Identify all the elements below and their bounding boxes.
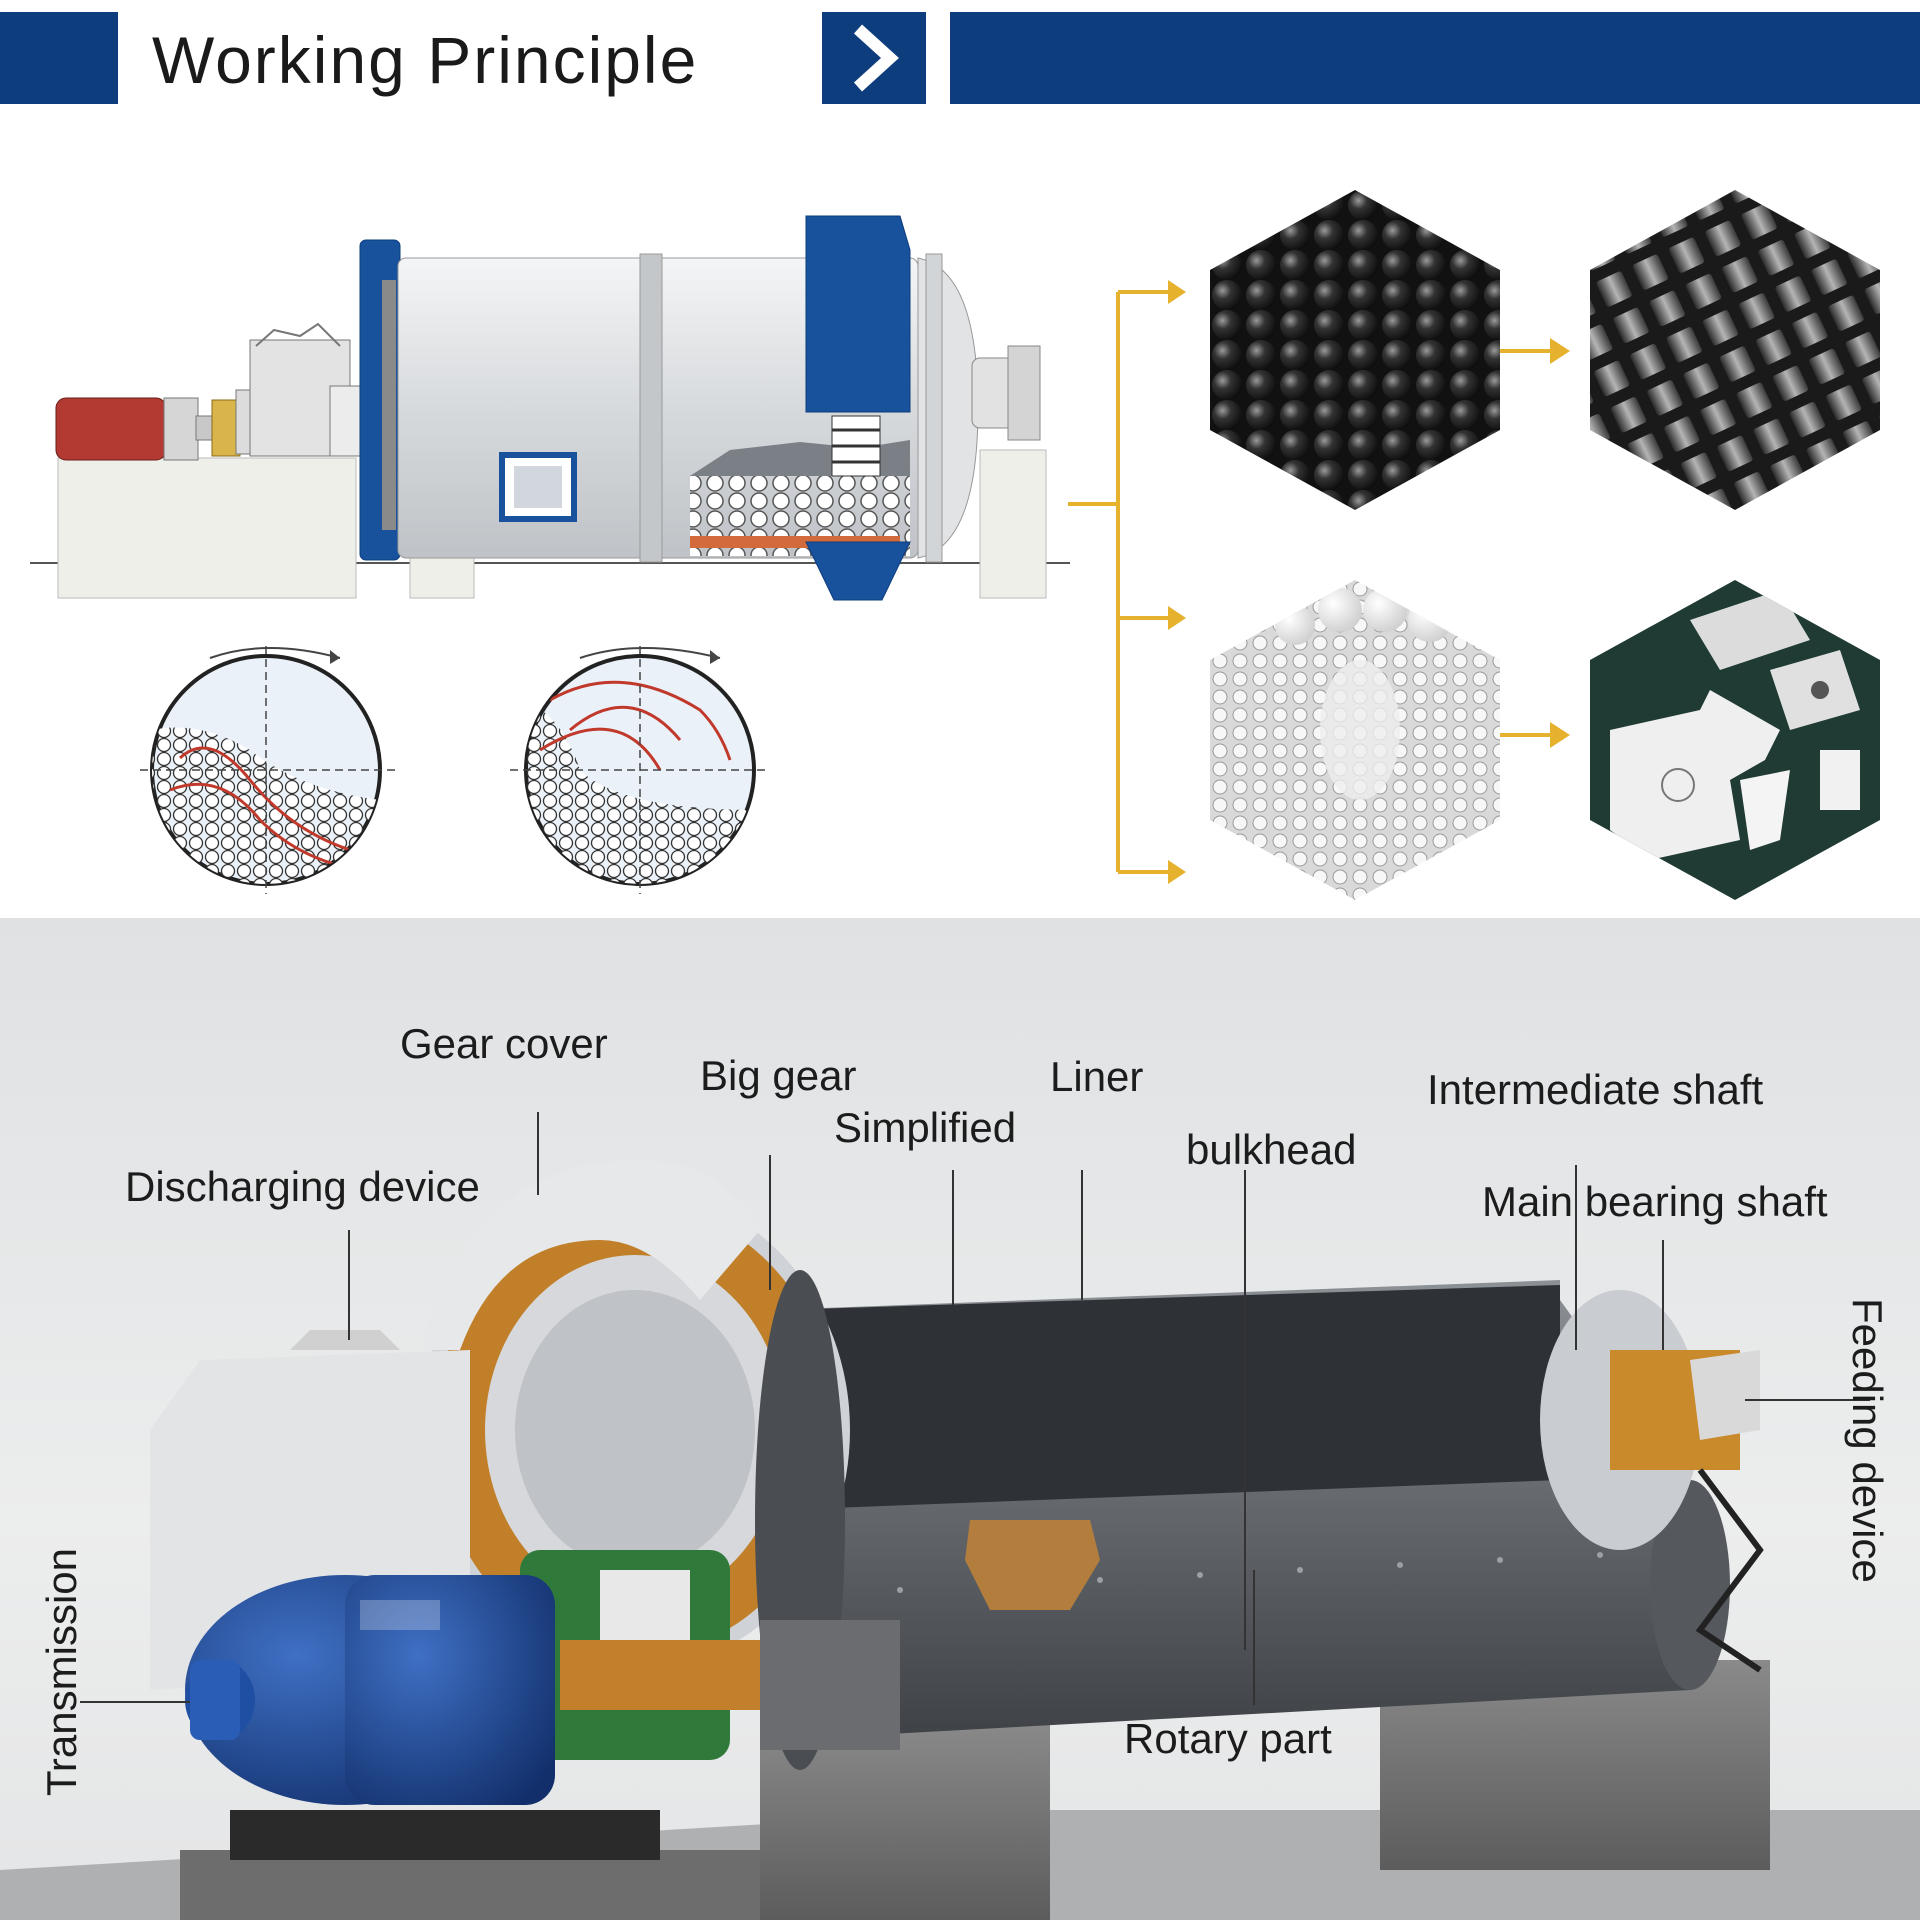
callout-leader-lines [80, 1112, 1870, 1705]
flow-arrows [1068, 280, 1186, 884]
cataract-motion-section [140, 646, 400, 894]
chevron-right-icon [853, 24, 899, 92]
transmission-label: Transmission [38, 1548, 85, 1797]
arrow-head-icon [1168, 606, 1186, 630]
header-left-bar [0, 12, 118, 104]
big-gear-label: Big gear [700, 1052, 857, 1099]
small-arrow-top [1498, 338, 1570, 364]
header-right-bar [950, 12, 1920, 104]
ball-mill-schematic [30, 215, 1070, 601]
ceramic-balls-tile [1210, 580, 1500, 900]
cascade-motion-section [510, 646, 770, 894]
steel-balls-tile [1210, 190, 1500, 510]
rotary-part-label: Rotary part [1124, 1715, 1332, 1762]
feeding-device-label: Feeding device [1844, 1298, 1891, 1583]
arrow-head-icon [1168, 280, 1186, 304]
ceramic-lining-tiles-tile [1590, 580, 1880, 900]
gear-cover-label: Gear cover [400, 1020, 608, 1067]
steel-cylpebs-tile [1590, 190, 1880, 510]
discharging-device-label: Discharging device [125, 1163, 480, 1210]
header-chevron-box [822, 12, 926, 104]
page-title: Working Principle [152, 23, 699, 97]
bulkhead-label: bulkhead [1186, 1126, 1357, 1173]
liner-label: Liner [1050, 1053, 1144, 1100]
arrow-head-icon [1168, 860, 1186, 884]
main-bearing-shaft-label: Main bearing shaft [1482, 1178, 1828, 1225]
small-arrow-bottom [1498, 722, 1570, 748]
ball-mill-3d-render [0, 1160, 1920, 1920]
intermediate-shaft-label: Intermediate shaft [1427, 1066, 1764, 1113]
simplified-label: Simplified [834, 1104, 1017, 1151]
